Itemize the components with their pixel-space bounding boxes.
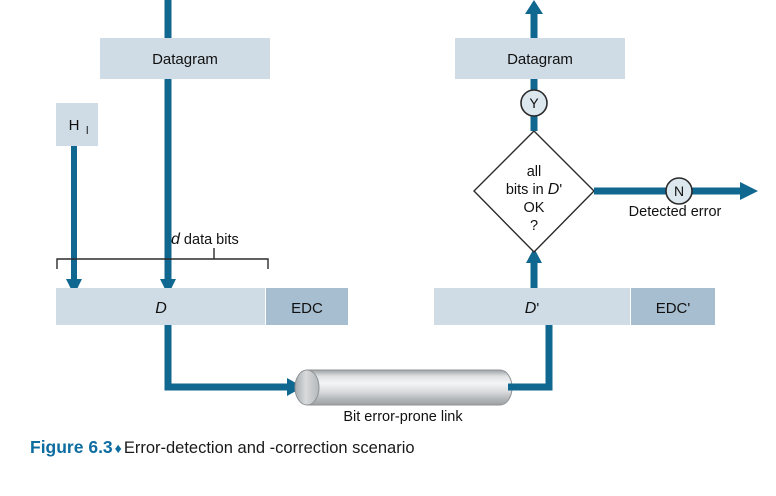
data-bits-label: d data bits bbox=[171, 231, 239, 248]
sender-to-link-path bbox=[164, 325, 289, 391]
figure-caption: Figure 6.3♦Error-detection and -correcti… bbox=[30, 437, 415, 458]
sender-header-subscript: l bbox=[86, 125, 88, 137]
sender-datagram-box bbox=[100, 38, 270, 79]
link-to-receiver-path bbox=[508, 325, 553, 391]
decision-line-2: bits in D' bbox=[506, 181, 562, 198]
sender-header-label: H bbox=[69, 117, 80, 134]
receiver-decision-arrowhead bbox=[526, 248, 542, 263]
receiver-edc-prime-box bbox=[631, 288, 715, 325]
decision-line-3: OK bbox=[524, 200, 545, 216]
decision-diamond bbox=[473, 130, 595, 253]
receiver-datagram-box bbox=[455, 38, 625, 79]
bit-error-prone-link bbox=[294, 369, 513, 406]
no-label: N bbox=[674, 183, 684, 199]
data-bits-bracket bbox=[56, 258, 269, 269]
decision-line-4: ? bbox=[530, 218, 538, 234]
sender-d-box bbox=[56, 288, 265, 325]
data-bits-italic-d: d bbox=[171, 231, 181, 248]
receiver-d-prime-label: D' bbox=[525, 300, 540, 317]
figure-title: Error-detection and -correction scenario bbox=[123, 439, 415, 457]
sender-edc-label: EDC bbox=[291, 300, 323, 317]
sender-header-box bbox=[56, 103, 98, 146]
decision-line-1: all bbox=[527, 164, 542, 180]
no-branch-arrowhead bbox=[740, 182, 758, 200]
sender-datagram-label: Datagram bbox=[152, 51, 218, 68]
receiver-datagram-up-arrowhead bbox=[525, 0, 543, 14]
data-bits-rest: data bits bbox=[180, 232, 239, 248]
no-decision-circle bbox=[665, 177, 693, 205]
figure-separator-diamond-icon: ♦ bbox=[114, 440, 122, 456]
sender-header-arrowhead bbox=[66, 279, 82, 295]
figure-number: Figure 6.3 bbox=[30, 437, 113, 457]
receiver-datagram-label: Datagram bbox=[507, 51, 573, 68]
link-label: Bit error-prone link bbox=[343, 409, 463, 425]
sender-data-arrowhead bbox=[160, 279, 176, 295]
detected-error-label: Detected error bbox=[629, 204, 722, 220]
yes-label: Y bbox=[529, 95, 539, 111]
link-cylinder-cap bbox=[294, 369, 320, 406]
link-cylinder-body bbox=[306, 369, 513, 406]
receiver-d-prime-box bbox=[434, 288, 630, 325]
receiver-edc-prime-label: EDC' bbox=[656, 300, 691, 317]
sender-edc-box bbox=[266, 288, 348, 325]
sender-d-label: D bbox=[155, 300, 167, 317]
yes-decision-circle bbox=[520, 89, 548, 117]
